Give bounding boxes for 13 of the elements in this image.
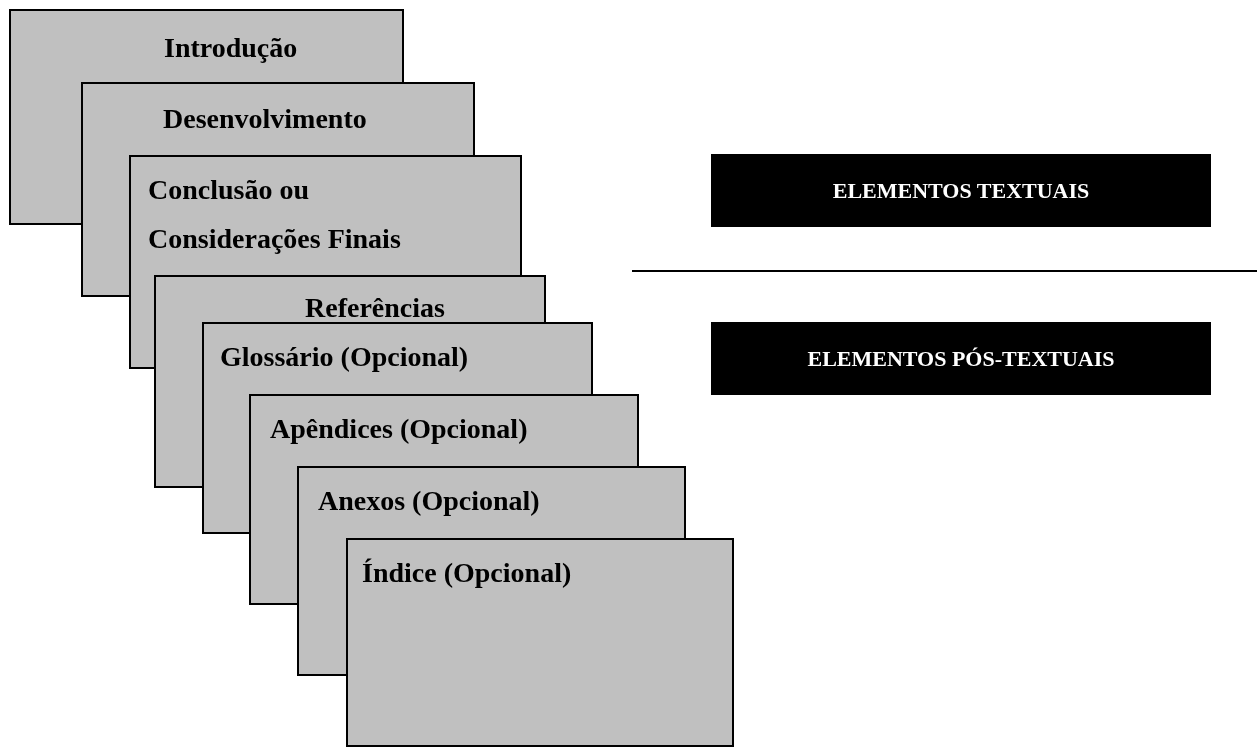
page-sheet (346, 538, 734, 747)
section-title: Apêndices (Opcional) (270, 412, 528, 446)
section-title: Desenvolvimento (163, 102, 367, 136)
section-title: Conclusão ou Considerações Finais (148, 173, 402, 256)
heading-text: ELEMENTOS PÓS-TEXTUAIS (807, 345, 1115, 372)
heading-box (711, 322, 1211, 395)
section-title: Introdução (164, 31, 298, 65)
section-title: Anexos (Opcional) (318, 484, 540, 518)
section-title: Glossário (Opcional) (220, 340, 469, 374)
section-title: Referências (305, 291, 445, 325)
section-title: Índice (Opcional) (362, 556, 572, 590)
heading-text: ELEMENTOS TEXTUAIS (832, 177, 1090, 204)
heading-box (711, 154, 1211, 227)
